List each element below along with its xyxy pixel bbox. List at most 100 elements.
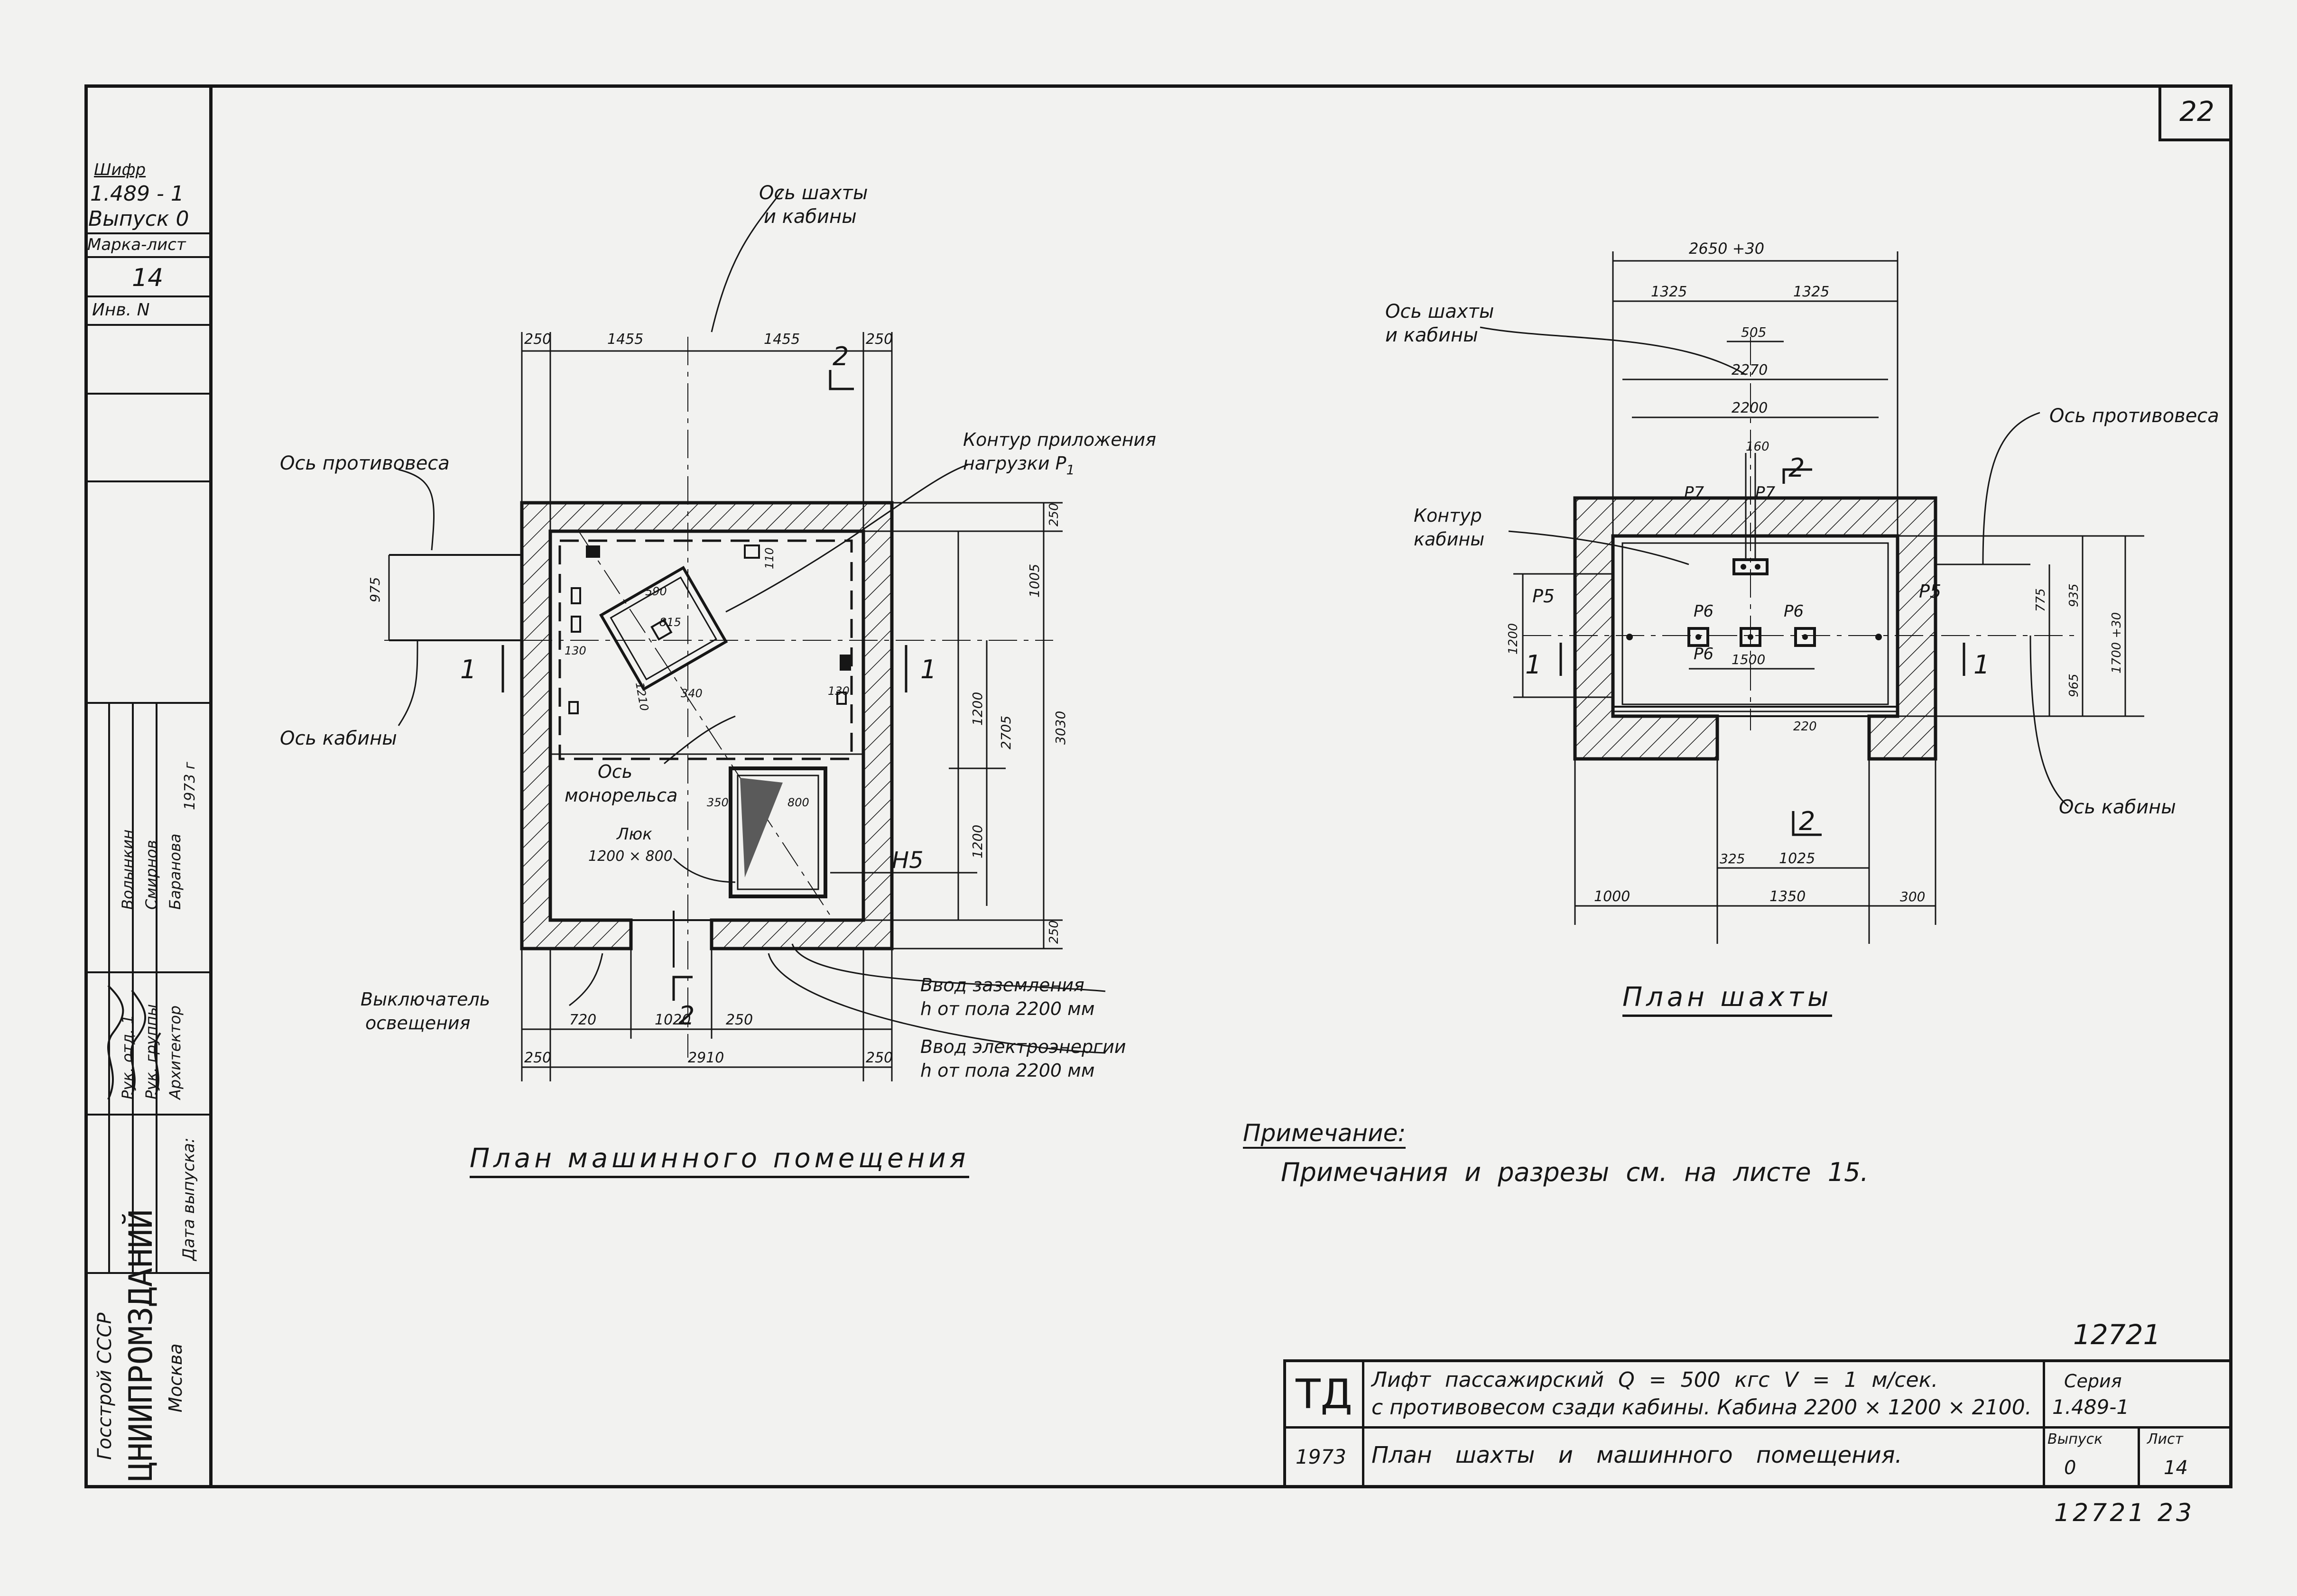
section-mark (1782, 468, 1812, 484)
anchor-block (586, 545, 600, 558)
label-ground-1: Ввод заземления (920, 975, 1084, 996)
tb-series-value: 1.489-1 (2052, 1395, 2130, 1419)
hatch-opening (729, 766, 827, 898)
label-axis-shaft-2: и кабины (764, 206, 857, 228)
dim-value: 1350 (1769, 888, 1806, 905)
anchor-block (571, 587, 581, 604)
beam-p6 (1740, 627, 1761, 647)
leader-line (398, 640, 418, 726)
dim-value: 935 (2067, 583, 2081, 607)
tb-sheet-value: 14 (2164, 1457, 2188, 1479)
dim-value: 160 (1746, 440, 1769, 454)
beam-p6 (1794, 627, 1816, 647)
leader-line (673, 858, 736, 883)
dim-value: 1500 (1732, 652, 1765, 667)
section-label-1: 1 (920, 655, 936, 684)
dim-value: 130 (565, 644, 586, 657)
dim-value: 350 (707, 796, 729, 809)
dim-value: 250 (1047, 920, 1061, 944)
section-label-2: 2 (1799, 806, 1815, 836)
dim-value: 815 (659, 616, 681, 629)
dim-value: 1325 (1651, 284, 1687, 300)
section-label-2: 2 (1788, 453, 1805, 483)
label-power-2: h от пола 2200 мм (920, 1060, 1095, 1081)
label-hatch-1: Люк (616, 825, 652, 844)
dim-value: 1200 (1506, 623, 1520, 655)
label-axis-counterweight: Ось противовеса (280, 452, 450, 474)
label-p5: P5 (1532, 586, 1555, 607)
dim-value: 2910 (688, 1050, 724, 1066)
leader-line (1480, 326, 1746, 376)
beam-p6 (1687, 627, 1709, 647)
tb-col-line (1362, 1362, 1364, 1488)
section-label-1: 1 (1525, 650, 1541, 680)
load-point (1741, 564, 1746, 570)
dim-value: 590 (645, 585, 667, 598)
machine-room-walls (520, 501, 894, 950)
anchor-block (840, 655, 851, 671)
sheet-number: 22 (2158, 84, 2232, 141)
name-3: Баранова (166, 833, 184, 910)
label-p6: P6 (1694, 602, 1713, 621)
dim-value: 250 (866, 1050, 893, 1066)
tb-logo: ТД (1296, 1370, 1352, 1418)
label-p7: P7 (1684, 483, 1704, 502)
section-label-2: 2 (678, 1001, 695, 1031)
leader-line (398, 469, 435, 551)
dim-value: 250 (524, 1050, 551, 1066)
strip-divider (84, 232, 209, 234)
org-city: Москва (165, 1343, 186, 1412)
tb-col-line (2138, 1426, 2140, 1488)
tb-desc-1: Лифт пассажирский Q = 500 кгс V = 1 м/се… (1371, 1368, 1938, 1392)
dim-value: 1020 (655, 1012, 691, 1028)
signatures (107, 985, 161, 1100)
dim-value: 505 (1741, 324, 1766, 340)
code-label: Шифр (94, 160, 146, 179)
dim-value: 2200 (1732, 400, 1768, 416)
shaft-plan: Ось шахты и кабины Ось противовеса Ось к… (1385, 240, 2219, 944)
strip-column-line (156, 702, 157, 1272)
dim-value: 300 (1900, 889, 1925, 904)
sheet-frame (84, 84, 2232, 1488)
leader-line (1508, 530, 1689, 565)
dim-value: 775 (2034, 588, 2048, 612)
dim-value: 220 (1793, 720, 1817, 734)
dim-value: 2705 (998, 716, 1014, 749)
label-p5: P5 (1919, 581, 1941, 602)
dim-value: 975 (367, 577, 383, 602)
strip-divider (84, 295, 209, 297)
load-point (1748, 634, 1753, 640)
org-ministry: Госстрой СССР (94, 1312, 116, 1460)
page-value: 14 (132, 264, 164, 292)
label-hatch-2: 1200 × 800 (588, 848, 673, 865)
section-label-1: 1 (460, 655, 476, 684)
load-point (1755, 564, 1760, 570)
leader-line (768, 953, 1106, 1054)
strip-divider (84, 256, 209, 258)
dim-value: 1025 (1779, 850, 1815, 867)
dim-value: 1000 (1594, 888, 1630, 905)
label-contour-2: нагрузки P1 (963, 453, 1074, 478)
tb-issue-value: 0 (2064, 1457, 2076, 1479)
label-axis-shaft-2: и кабины (1385, 324, 1478, 346)
label-ground-2: h от пола 2200 мм (920, 998, 1095, 1019)
label-monorail-2: монорельса (565, 785, 677, 806)
dim-value: 800 (787, 796, 809, 809)
label-axis-shaft: Ось шахты (759, 182, 868, 204)
label-p6: P6 (1784, 602, 1804, 621)
date-value: 1973 г (182, 762, 198, 810)
label-contour-1: Контур (1414, 505, 1482, 526)
label-p6: P6 (1694, 645, 1713, 664)
name-2: Смирнов (142, 840, 160, 910)
tb-issue-label: Выпуск (2047, 1431, 2103, 1448)
section-mark (829, 370, 854, 390)
label-power-1: Ввод электроэнергии (920, 1036, 1126, 1057)
name-1: Волынкин (119, 829, 137, 910)
left-info-strip: Шифр 1.489 - 1 Выпуск 0 Марка-лист 14 Ин… (84, 84, 213, 1488)
label-axis-counterweight: Ось противовеса (2049, 405, 2219, 427)
dim-value: 325 (1720, 851, 1745, 867)
anchor-block (568, 701, 579, 714)
dim-value: 1700 +30 (2110, 612, 2124, 673)
strip-divider (84, 324, 209, 326)
